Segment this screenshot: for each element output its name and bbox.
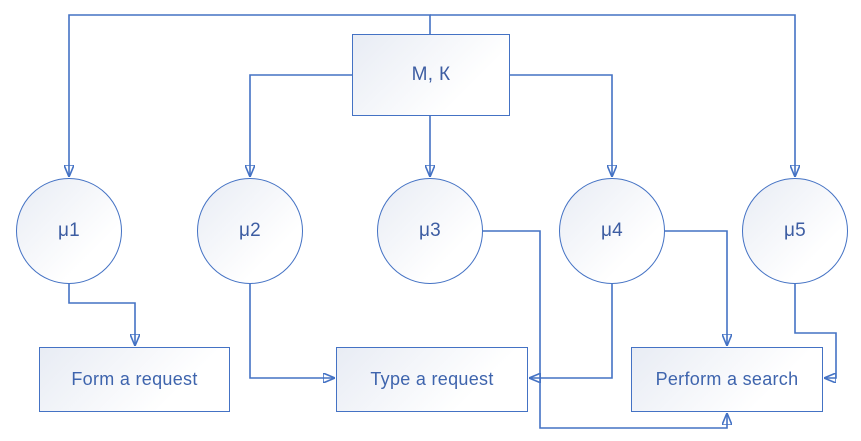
edge-mu5-to-perform-search xyxy=(794,284,837,378)
edge-root-to-mu4 xyxy=(510,74,612,177)
edge-mu1-to-form-request xyxy=(68,284,135,346)
node-type-request-label: Type a request xyxy=(370,369,494,389)
node-mu1-label: μ1 xyxy=(57,220,81,241)
edge-mu4-to-type-request xyxy=(529,284,613,378)
node-form-request: Form a request xyxy=(39,347,230,412)
node-mu3-label: μ3 xyxy=(418,220,442,241)
edge-root-to-mu2 xyxy=(250,74,352,177)
edge-mu2-to-type-request xyxy=(249,284,335,378)
node-root-label: М, К xyxy=(411,64,451,85)
node-perform-search: Perform a search xyxy=(631,347,823,412)
node-form-request-label: Form a request xyxy=(71,369,198,389)
edge-root-to-mu1 xyxy=(69,14,431,177)
node-mu2-label: μ2 xyxy=(238,220,262,241)
node-type-request: Type a request xyxy=(336,347,528,412)
edge-mu4-to-perform-search xyxy=(665,230,727,346)
edge-mu3-to-perform-search xyxy=(483,230,727,429)
edge-root-to-mu5 xyxy=(430,14,795,177)
node-mu1: μ1 xyxy=(16,178,122,284)
node-mu5-label: μ5 xyxy=(783,220,807,241)
node-mu4: μ4 xyxy=(559,178,665,284)
node-mu2: μ2 xyxy=(197,178,303,284)
node-perform-search-label: Perform a search xyxy=(655,369,799,389)
node-root: М, К xyxy=(352,34,510,116)
node-mu3: μ3 xyxy=(377,178,483,284)
node-mu4-label: μ4 xyxy=(600,220,624,241)
node-mu5: μ5 xyxy=(742,178,848,284)
